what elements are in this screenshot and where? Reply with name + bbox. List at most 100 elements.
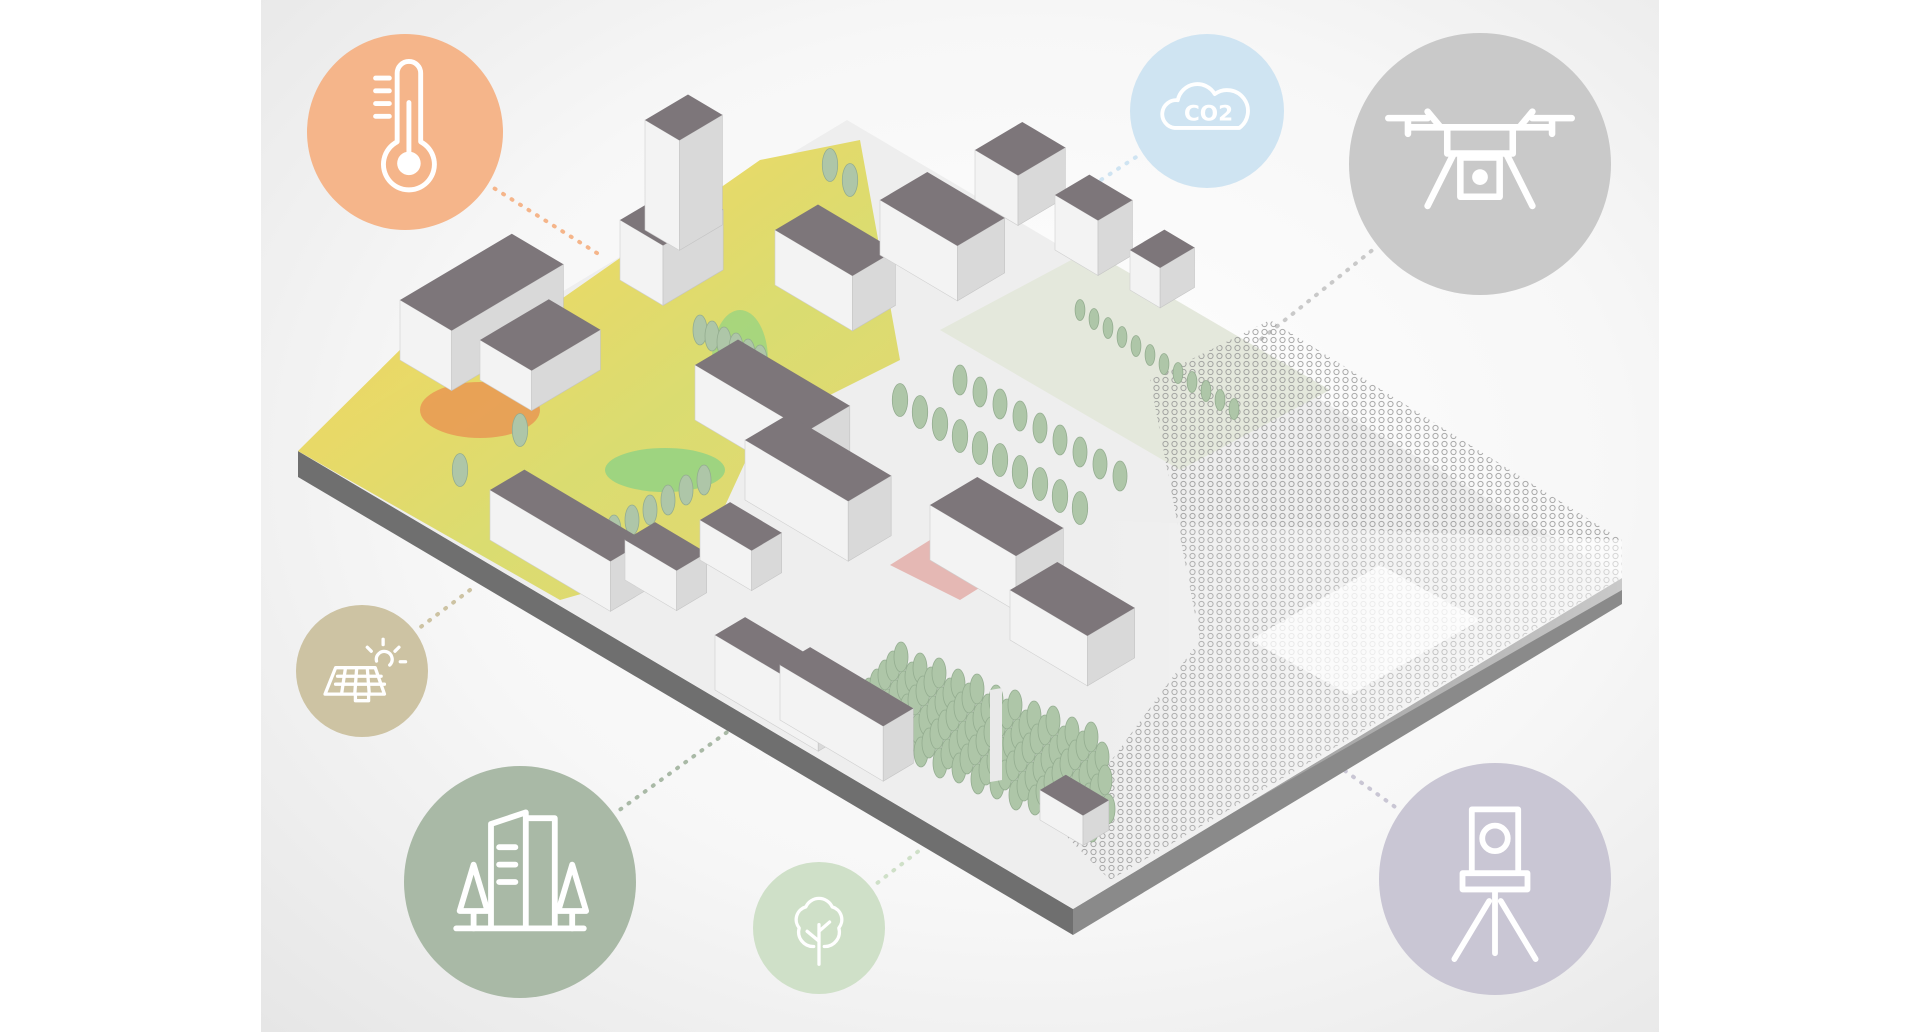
connector-vegetation	[875, 848, 922, 885]
building-roof	[1055, 174, 1133, 221]
sensor-icons: CO2	[296, 33, 1611, 998]
dotted-connectors	[419, 155, 1397, 885]
tree	[1007, 689, 1023, 721]
tree	[1083, 721, 1099, 753]
fade-overlay	[1080, 520, 1622, 900]
building-roof	[490, 469, 645, 562]
tree	[1011, 455, 1029, 489]
tree	[1097, 764, 1113, 796]
tree	[642, 494, 658, 526]
tree	[1032, 412, 1048, 444]
icon-circle	[404, 766, 636, 998]
tree	[893, 641, 909, 673]
thermometer-badge	[307, 34, 503, 230]
slab-left-side	[298, 451, 1073, 935]
tree	[931, 657, 947, 689]
icon-bulb	[397, 151, 421, 176]
building	[774, 204, 896, 332]
building	[479, 299, 601, 412]
tree	[451, 453, 469, 487]
icon-stroke	[456, 861, 491, 932]
building	[1039, 774, 1110, 847]
building	[974, 121, 1066, 227]
building	[1129, 229, 1195, 309]
icon-stroke	[323, 666, 387, 696]
solar-panel-icon	[323, 637, 408, 703]
building-wall-front	[644, 119, 680, 251]
tree	[1112, 460, 1128, 492]
buildings-trees-icon	[453, 809, 590, 932]
tree	[969, 673, 985, 705]
building-roof	[1130, 229, 1195, 268]
tree	[1214, 389, 1226, 411]
drone-camera-badge	[1349, 33, 1611, 295]
tree	[660, 484, 676, 516]
icon-stroke	[1385, 108, 1575, 210]
building	[1054, 174, 1133, 277]
tree	[891, 383, 909, 417]
tree	[972, 376, 988, 408]
building-roof	[700, 502, 782, 551]
drone-camera-icon	[1385, 108, 1575, 210]
tree	[1051, 479, 1069, 513]
tree	[1072, 436, 1088, 468]
icon-stroke	[1451, 806, 1539, 962]
connector-buildings	[618, 728, 732, 812]
co2-cloud-badge: CO2	[1130, 34, 1284, 188]
tree	[1172, 362, 1184, 384]
building-roof	[775, 204, 896, 276]
tree-badge	[753, 862, 885, 994]
building-roof	[975, 121, 1066, 176]
tree-icon	[794, 896, 844, 966]
tree	[1116, 326, 1128, 348]
icon-stroke	[373, 75, 392, 119]
building-roof	[480, 299, 601, 371]
camera-lens	[1472, 169, 1488, 185]
co2-label: CO2	[1184, 101, 1233, 126]
tree	[1144, 344, 1156, 366]
icon-stroke	[365, 637, 408, 664]
building	[779, 647, 914, 782]
connector-terrestrial-scan	[1328, 758, 1397, 809]
tree	[1158, 353, 1170, 375]
building	[644, 94, 723, 251]
tree	[991, 443, 1009, 477]
tree	[1200, 380, 1212, 402]
tree	[971, 431, 989, 465]
tree	[841, 163, 859, 197]
building	[744, 414, 892, 562]
connector-air-quality	[1068, 155, 1138, 202]
icon-stroke	[374, 649, 394, 667]
tree	[1186, 371, 1198, 393]
building-roof	[695, 339, 850, 432]
icon-stroke	[353, 692, 371, 703]
building-roof	[1040, 774, 1109, 816]
tree	[624, 504, 640, 536]
tree	[1045, 705, 1061, 737]
icon-stroke	[1160, 82, 1250, 130]
icon-stroke	[555, 861, 590, 932]
building	[879, 171, 1006, 302]
icon-stroke	[453, 809, 587, 932]
icon-stroke	[381, 59, 437, 193]
laser-scanner-tripod-badge	[1379, 763, 1611, 995]
icon-circle	[307, 34, 503, 230]
tree	[1130, 335, 1142, 357]
building-roof	[1010, 561, 1135, 636]
tree	[1052, 424, 1068, 456]
icon-circle	[296, 605, 428, 737]
tower-chimney	[990, 688, 1002, 782]
solar-panel-badge	[296, 605, 428, 737]
connector-drone-survey	[1258, 248, 1374, 342]
icon-stroke	[794, 896, 844, 966]
icon-circle	[1130, 34, 1284, 188]
tree	[911, 395, 929, 429]
tree	[511, 413, 529, 447]
building	[624, 522, 708, 612]
thermometer-icon	[373, 59, 437, 193]
point-cloud-area	[1060, 320, 1622, 900]
tree	[1012, 400, 1028, 432]
buildings	[399, 94, 1195, 847]
icon-circle	[1379, 763, 1611, 995]
building-roof	[745, 414, 892, 502]
